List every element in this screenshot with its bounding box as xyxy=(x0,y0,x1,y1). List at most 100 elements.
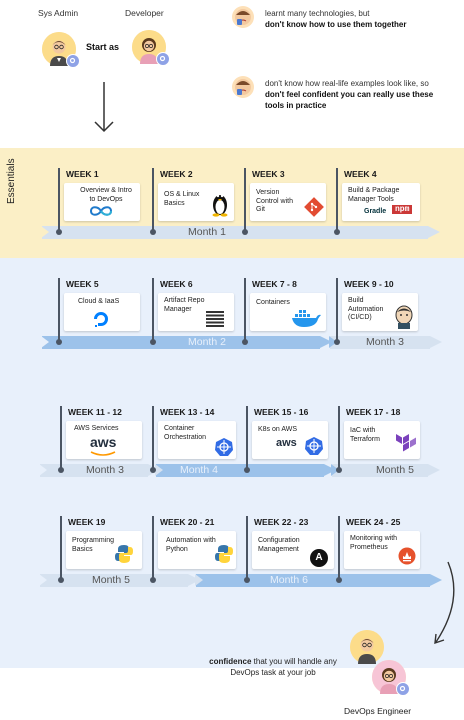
week-title: WEEK 11 - 12 xyxy=(68,407,122,417)
week-card: Overview & Intro to DevOps xyxy=(64,183,140,221)
week-title: WEEK 9 - 10 xyxy=(344,279,394,289)
week-title: WEEK 7 - 8 xyxy=(252,279,297,289)
week-topic: Build & Package Manager Tools xyxy=(348,187,400,203)
week-topic: Monitoring with Prometheus xyxy=(350,535,398,551)
week-card: K8s on AWS aws xyxy=(252,421,328,459)
week-card: Configuration Management A xyxy=(252,531,334,569)
developer-avatar xyxy=(132,30,170,66)
outcome-text: confidence that you will handle any DevO… xyxy=(204,656,342,678)
start-as-label: Start as xyxy=(86,42,120,52)
week-card: AWS Services aws xyxy=(66,421,142,459)
aws-smile-icon xyxy=(90,451,116,456)
month-3-label: Month 3 xyxy=(366,336,404,348)
timeline-dot xyxy=(150,229,156,235)
week-topic: Version Control with Git xyxy=(256,189,293,213)
week-title: WEEK 24 - 25 xyxy=(346,517,401,527)
sys-admin-label: Sys Admin xyxy=(38,8,79,18)
week-title: WEEK 6 xyxy=(160,279,193,289)
week-topic: Overview & Intro to DevOps xyxy=(80,187,132,203)
week-card: Cloud & IaaS xyxy=(64,293,140,331)
prometheus-icon xyxy=(398,547,416,565)
week-card: Automation with Python xyxy=(158,531,236,569)
developer-label: Developer xyxy=(125,8,164,18)
devops-engineer-avatar-1 xyxy=(350,630,384,664)
week-topic: Automation with Python xyxy=(166,537,216,553)
week-topic: AWS Services xyxy=(74,425,119,432)
devops-engineer-label: DevOps Engineer xyxy=(344,706,412,716)
docker-icon xyxy=(292,310,321,327)
worried-face-icon xyxy=(232,76,254,98)
npm-icon: npm xyxy=(392,205,413,214)
kubernetes-icon xyxy=(215,438,233,456)
timeline-dot xyxy=(244,577,250,583)
month-6-label: Month 6 xyxy=(270,574,308,586)
week-card: Build Automation (CI/CD) xyxy=(342,293,418,331)
timeline-dot xyxy=(56,339,62,345)
week-topic: Configuration Management xyxy=(258,537,300,553)
gear-icon xyxy=(396,682,410,696)
month-6-arrow xyxy=(195,574,442,587)
digitalocean-icon xyxy=(94,312,108,327)
pain-point-1: learnt many technologies, but don't know… xyxy=(265,8,445,30)
month-5-label-row4: Month 5 xyxy=(92,574,130,586)
week-card: Monitoring with Prometheus xyxy=(344,531,420,569)
week-topic: Cloud & IaaS xyxy=(78,298,120,305)
month-1-arrow xyxy=(41,226,440,239)
pain-point-2: don't know how real-life examples look l… xyxy=(265,78,450,111)
week-title: WEEK 19 xyxy=(68,517,106,527)
month-2-arrow xyxy=(41,336,332,349)
devops-infinity-icon xyxy=(89,206,113,216)
pain-point-1-plain: learnt many technologies, but xyxy=(265,9,370,18)
timeline-dot xyxy=(334,339,340,345)
worried-face-icon xyxy=(232,6,254,28)
devops-engineer-avatar-2 xyxy=(372,660,410,696)
week-card: Programming Basics xyxy=(66,531,142,569)
week-card: Build & Package Manager Tools Gradle npm xyxy=(342,183,420,221)
git-icon xyxy=(304,197,324,217)
down-arrow-icon xyxy=(94,82,114,133)
sys-admin-avatar xyxy=(42,32,80,68)
week-topic: Containers xyxy=(256,299,290,306)
week-title: WEEK 22 - 23 xyxy=(254,517,309,527)
gear-icon xyxy=(66,54,80,68)
essentials-label: Essentials xyxy=(6,158,17,204)
week-card: Artifact Repo Manager xyxy=(158,293,234,331)
month-5-label-row3: Month 5 xyxy=(376,464,414,476)
week-topic: Container Orchestration xyxy=(164,425,207,441)
linux-tux-icon xyxy=(212,194,228,217)
week-topic: Programming Basics xyxy=(72,537,115,553)
timeline-dot xyxy=(56,229,62,235)
week-card: Containers xyxy=(250,293,326,331)
timeline-dot xyxy=(334,229,340,235)
timeline-dot xyxy=(242,339,248,345)
month-2-label: Month 2 xyxy=(188,336,226,348)
week-card: IaC with Terraform xyxy=(344,421,420,459)
week-title: WEEK 17 - 18 xyxy=(346,407,401,417)
week-card: OS & Linux Basics xyxy=(158,183,234,221)
week-topic: K8s on AWS xyxy=(258,426,298,433)
week-title: WEEK 20 - 21 xyxy=(160,517,215,527)
week-card: Version Control with Git xyxy=(250,183,326,221)
week-title: WEEK 2 xyxy=(160,169,193,179)
outcome-bold: confidence xyxy=(209,657,252,666)
ansible-icon: A xyxy=(310,549,328,567)
kubernetes-icon xyxy=(305,437,323,455)
week-topic: Artifact Repo Manager xyxy=(164,297,205,313)
week-title: WEEK 13 - 14 xyxy=(160,407,215,417)
timeline-dot xyxy=(150,339,156,345)
nexus-icon xyxy=(206,311,224,327)
timeline-dot xyxy=(244,467,250,473)
month-1-label: Month 1 xyxy=(188,226,226,238)
outcome-plain-2: handle any DevOps task at your job xyxy=(230,657,337,677)
month-5-arrow-row3 xyxy=(331,464,440,477)
week-card: Container Orchestration xyxy=(158,421,236,459)
timeline-dot xyxy=(242,229,248,235)
week-title: WEEK 5 xyxy=(66,279,99,289)
pain-point-2-bold: don't feel confident you can really use … xyxy=(265,90,434,110)
aws-icon: aws xyxy=(90,434,117,450)
week-title: WEEK 15 - 16 xyxy=(254,407,309,417)
outcome-plain-1: that you will xyxy=(253,657,296,666)
gradle-icon: Gradle xyxy=(364,208,387,215)
week-topic: IaC with Terraform xyxy=(350,427,380,443)
week-title: WEEK 1 xyxy=(66,169,99,179)
